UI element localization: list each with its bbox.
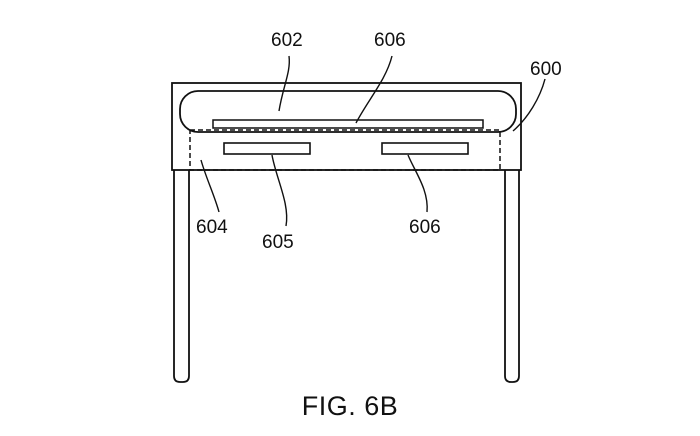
leader-600 [512, 78, 546, 132]
leader-604 [200, 159, 220, 213]
device-body-outline [171, 82, 522, 171]
label-602: 602 [271, 30, 303, 51]
right-inner-element [381, 142, 469, 155]
right-leg [504, 170, 520, 383]
leader-606-bottom [407, 154, 428, 213]
left-inner-element [223, 142, 311, 155]
label-600: 600 [530, 59, 562, 80]
figure-caption: FIG. 6B [301, 391, 399, 421]
left-leg [173, 170, 190, 383]
top-rounded-slot [179, 90, 517, 133]
leader-602 [278, 55, 291, 112]
leader-605 [271, 154, 288, 227]
label-604: 604 [196, 217, 228, 238]
leader-606-top [355, 55, 393, 124]
label-605: 605 [262, 232, 294, 253]
label-606-top: 606 [374, 30, 406, 51]
dashed-region [189, 129, 501, 171]
label-606-bottom: 606 [409, 217, 441, 238]
thin-plate [212, 119, 484, 129]
